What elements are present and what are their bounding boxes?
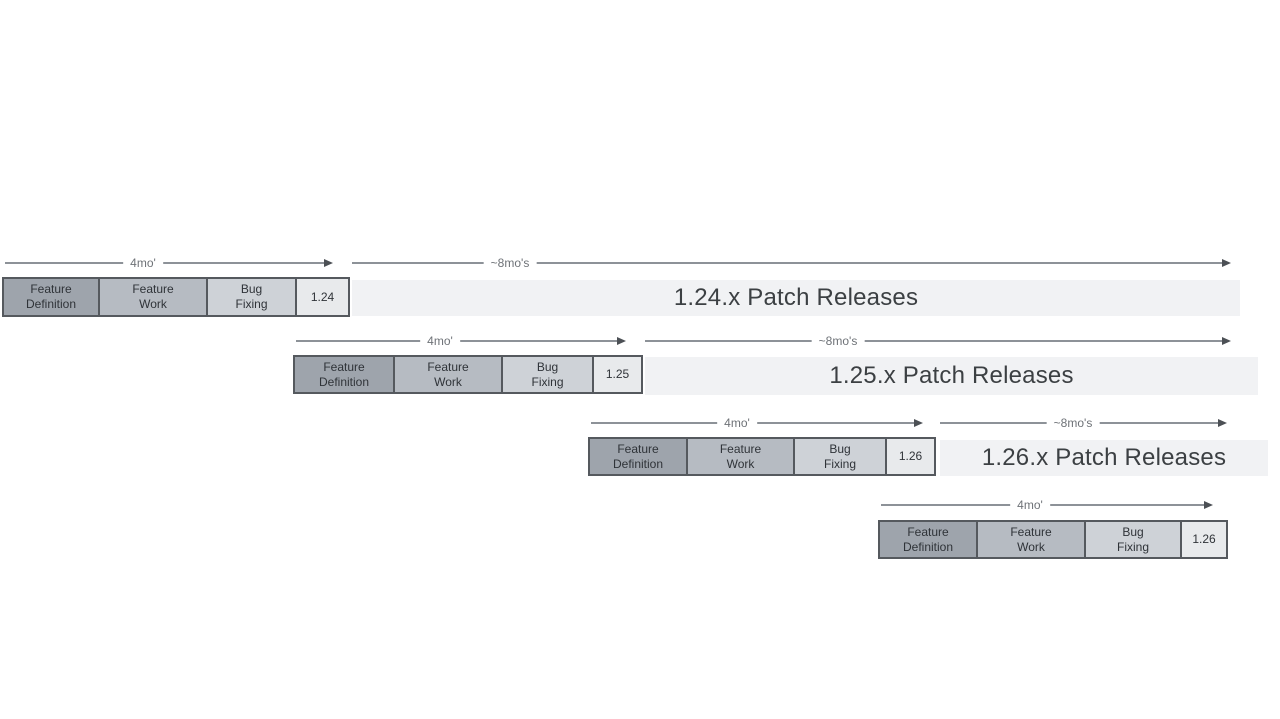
phase-feature-work: Feature Work xyxy=(688,437,795,476)
patch-releases-bar-1.25: 1.25.x Patch Releases xyxy=(645,357,1258,395)
arrowhead-icon xyxy=(1222,259,1231,267)
version-box: 1.25 xyxy=(594,355,643,394)
phase-feature-work: Feature Work xyxy=(395,355,503,394)
patch-releases-bar-1.24: 1.24.x Patch Releases xyxy=(352,280,1240,316)
version-box: 1.24 xyxy=(297,277,350,317)
version-box: 1.26 xyxy=(887,437,936,476)
duration-label-4mo: 4mo' xyxy=(717,416,757,430)
phase-bug-fixing: Bug Fixing xyxy=(795,437,887,476)
timeline-arrow-8mo-row3: ~8mo's xyxy=(940,416,1227,430)
arrowhead-icon xyxy=(324,259,333,267)
phase-bug-fixing: Bug Fixing xyxy=(503,355,594,394)
duration-label-4mo: 4mo' xyxy=(420,334,460,348)
release-phases-1.24: Feature Definition Feature Work Bug Fixi… xyxy=(2,277,350,317)
arrow-line xyxy=(5,262,329,264)
duration-label-4mo: 4mo' xyxy=(123,256,163,270)
duration-label-8mo: ~8mo's xyxy=(483,256,537,270)
duration-label-4mo: 4mo' xyxy=(1010,498,1050,512)
duration-label-8mo: ~8mo's xyxy=(811,334,865,348)
release-phases-1.25: Feature Definition Feature Work Bug Fixi… xyxy=(293,355,643,394)
phase-feature-definition: Feature Definition xyxy=(588,437,688,476)
arrowhead-icon xyxy=(1204,501,1213,509)
patch-releases-bar-1.26: 1.26.x Patch Releases xyxy=(940,440,1268,476)
phase-bug-fixing: Bug Fixing xyxy=(1086,520,1182,559)
phase-feature-definition: Feature Definition xyxy=(2,277,100,317)
duration-label-8mo: ~8mo's xyxy=(1046,416,1100,430)
arrow-line xyxy=(352,262,1227,264)
timeline-arrow-8mo-row1: ~8mo's xyxy=(352,256,1231,270)
arrowhead-icon xyxy=(617,337,626,345)
timeline-arrow-4mo-row1: 4mo' xyxy=(5,256,333,270)
timeline-arrow-4mo-row3: 4mo' xyxy=(591,416,923,430)
arrowhead-icon xyxy=(1218,419,1227,427)
phase-feature-work: Feature Work xyxy=(978,520,1086,559)
arrow-line xyxy=(645,340,1227,342)
phase-bug-fixing: Bug Fixing xyxy=(208,277,297,317)
phase-feature-definition: Feature Definition xyxy=(293,355,395,394)
arrowhead-icon xyxy=(914,419,923,427)
timeline-arrow-8mo-row2: ~8mo's xyxy=(645,334,1231,348)
release-phases-1.26: Feature Definition Feature Work Bug Fixi… xyxy=(588,437,936,476)
version-box: 1.26 xyxy=(1182,520,1228,559)
phase-feature-definition: Feature Definition xyxy=(878,520,978,559)
timeline-arrow-4mo-row2: 4mo' xyxy=(296,334,626,348)
arrowhead-icon xyxy=(1222,337,1231,345)
phase-feature-work: Feature Work xyxy=(100,277,208,317)
timeline-arrow-4mo-row4: 4mo' xyxy=(881,498,1213,512)
release-phases-next: Feature Definition Feature Work Bug Fixi… xyxy=(878,520,1228,559)
